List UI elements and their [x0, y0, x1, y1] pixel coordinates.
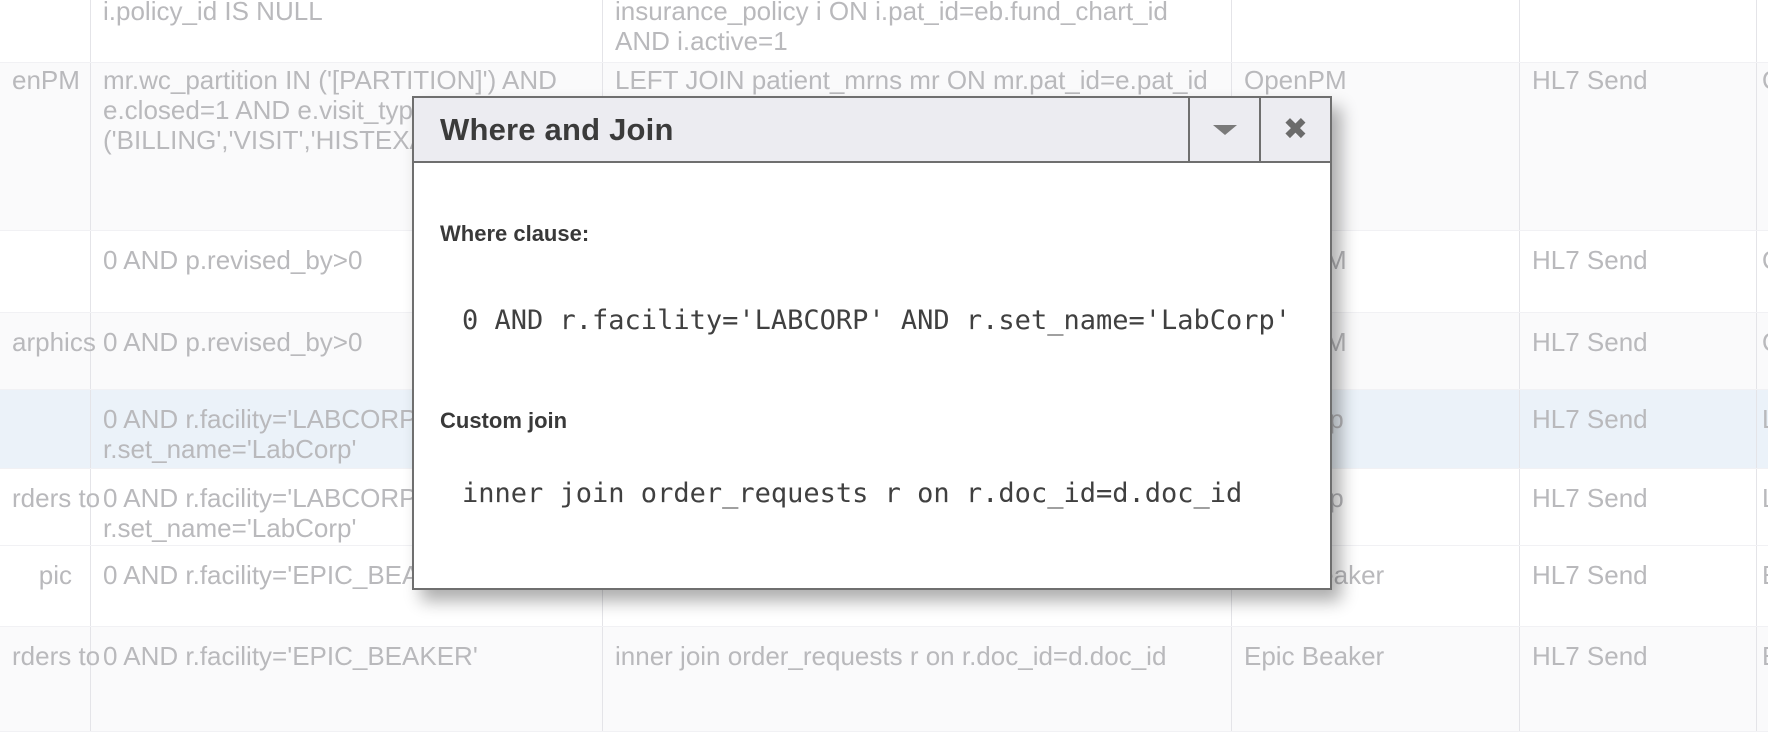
- table-row[interactable]: i.policy_id IS NULL insurance_policy i O…: [0, 0, 1768, 63]
- cell-system-name: OpenPM: [1232, 63, 1520, 230]
- where-clause-label: Where clause:: [440, 221, 590, 246]
- cell-extra-fragment: L: [1757, 469, 1768, 545]
- cell-join-clause: insurance_policy i ON i.pat_id=eb.fund_c…: [603, 0, 1232, 62]
- cell-where-clause: 0 AND p.revised_by>0: [91, 313, 603, 389]
- cell-extra-fragment: O: [1757, 313, 1768, 389]
- cell-system-fragment: arphics: [0, 313, 96, 389]
- cell-action: HL7 Send: [1520, 63, 1757, 230]
- cell-action: HL7 Send: [1520, 546, 1757, 626]
- cell-system-fragment: rders to: [0, 627, 100, 731]
- cell-system-fragment: [0, 231, 91, 312]
- cell-system-fragment: [0, 0, 91, 62]
- chevron-down-icon: [1212, 124, 1237, 135]
- custom-join-value: inner join order_requests r on r.doc_id=…: [462, 478, 1243, 509]
- cell-extra-fragment: E: [1757, 546, 1768, 626]
- cell-extra-fragment: L: [1757, 390, 1768, 468]
- cell-action: HL7 Send: [1520, 313, 1757, 389]
- cell-system-fragment: enPM: [0, 63, 91, 230]
- cell-action: HL7 Send: [1520, 627, 1757, 731]
- cell-where-clause: 0 AND r.facility='EPIC_BEAKER': [91, 627, 603, 731]
- cell-where-clause: 0 AND p.revised_by>0: [91, 231, 603, 312]
- close-icon: ✖: [1282, 111, 1309, 147]
- close-button[interactable]: ✖: [1259, 98, 1330, 161]
- where-and-join-dialog: Where and Join ✖ Where clause: 0 AND r.f…: [412, 96, 1332, 590]
- cell-extra-fragment: E: [1757, 627, 1768, 731]
- cell-extra-fragment: O: [1757, 231, 1768, 312]
- collapse-button[interactable]: [1188, 98, 1259, 161]
- dialog-body: Where clause: 0 AND r.facility='LABCORP'…: [414, 163, 1330, 588]
- cell-system-name: Epic Beaker: [1232, 627, 1520, 731]
- cell-where-clause: mr.wc_partition IN ('[PARTITION]') AND e…: [91, 63, 603, 230]
- cell-join-clause: inner join order_requests r on r.doc_id=…: [603, 627, 1232, 731]
- cell-join-clause: LEFT JOIN patient_mrns mr ON mr.pat_id=e…: [603, 63, 1232, 230]
- cell-action: HL7 Send: [1520, 390, 1757, 468]
- dialog-title: Where and Join: [440, 111, 674, 147]
- cell-system-fragment: rders to: [0, 469, 100, 545]
- cell-system-fragment: [0, 390, 91, 468]
- cell-action: HL7 Send: [1520, 231, 1757, 312]
- cell-system-fragment: pic: [0, 546, 91, 626]
- where-clause-value: 0 AND r.facility='LABCORP' AND r.set_nam…: [462, 305, 1292, 336]
- cell-extra-fragment: O: [1757, 63, 1768, 230]
- cell-action: HL7 Send: [1520, 469, 1757, 545]
- table-row[interactable]: rders to 0 AND r.facility='EPIC_BEAKER' …: [0, 627, 1768, 732]
- dialog-header: Where and Join ✖: [414, 98, 1330, 163]
- custom-join-label: Custom join: [440, 408, 568, 433]
- cell-action: [1520, 0, 1757, 62]
- cell-system-name: [1232, 0, 1520, 62]
- cell-where-clause: i.policy_id IS NULL: [91, 0, 603, 62]
- cell-extra-fragment: [1757, 0, 1768, 62]
